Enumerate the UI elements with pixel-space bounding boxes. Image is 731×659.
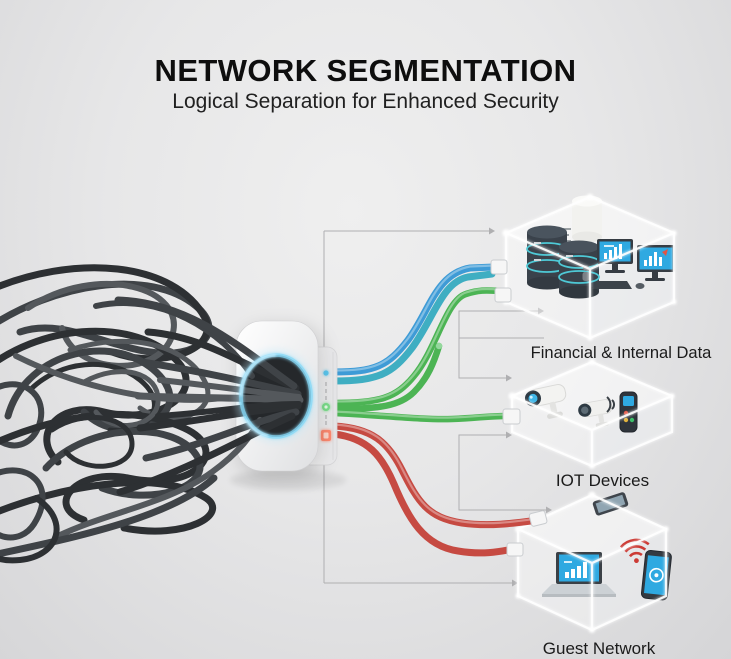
cable-loose-green	[330, 342, 443, 413]
cable-financial-blue-2	[330, 270, 496, 385]
blue-led	[323, 370, 329, 376]
cable-financial-blue	[330, 263, 498, 376]
financial-box-icons	[526, 195, 675, 299]
cable-plugs	[490, 259, 548, 557]
plug-iot-green	[502, 408, 521, 425]
plug-financial-blue	[490, 259, 508, 275]
cctv-camera-icon	[578, 399, 613, 428]
database-stack-icon	[558, 240, 600, 299]
page-title: NETWORK SEGMENTATION	[154, 53, 577, 88]
dual-monitor-icon	[597, 239, 675, 281]
iot-box-sparkles	[508, 359, 675, 469]
segment-box-guest	[515, 491, 672, 633]
plug-guest-red-2	[506, 542, 524, 557]
unsegmented-cable-tangle	[0, 264, 304, 564]
plug-guest-red-1	[528, 510, 548, 527]
cctv-camera-icon	[524, 384, 567, 419]
segment-box-financial	[502, 193, 677, 341]
segment-label-guest: Guest Network	[542, 639, 656, 658]
segment-cables	[330, 259, 548, 557]
guest-box-sparkles	[515, 491, 669, 633]
header: NETWORK SEGMENTATION Logical Separation …	[0, 0, 731, 114]
wireless-signal-icon	[606, 396, 615, 413]
loose-cable-tip	[435, 342, 443, 350]
segment-box-iot	[508, 359, 675, 469]
device-leds	[321, 370, 331, 441]
port-glow-ring	[234, 348, 318, 444]
smartphone-icon	[640, 549, 672, 601]
segment-label-iot: IOT Devices	[555, 471, 650, 490]
keyboard-icon	[592, 281, 645, 289]
segment-label-financial: Financial & Internal Data	[530, 344, 712, 362]
cable-financial-green	[330, 287, 502, 407]
plug-financial-green	[494, 287, 512, 303]
cable-guest-red-1	[330, 422, 542, 529]
cable-iot-green	[330, 409, 510, 423]
page-subtitle: Logical Separation for Enhanced Security	[172, 90, 559, 113]
wifi-signal-icon	[619, 538, 650, 564]
cable-guest-red-2	[330, 430, 517, 557]
iot-box-icons	[524, 384, 638, 433]
device-shadow	[230, 470, 346, 490]
smart-remote-icon	[619, 391, 638, 433]
